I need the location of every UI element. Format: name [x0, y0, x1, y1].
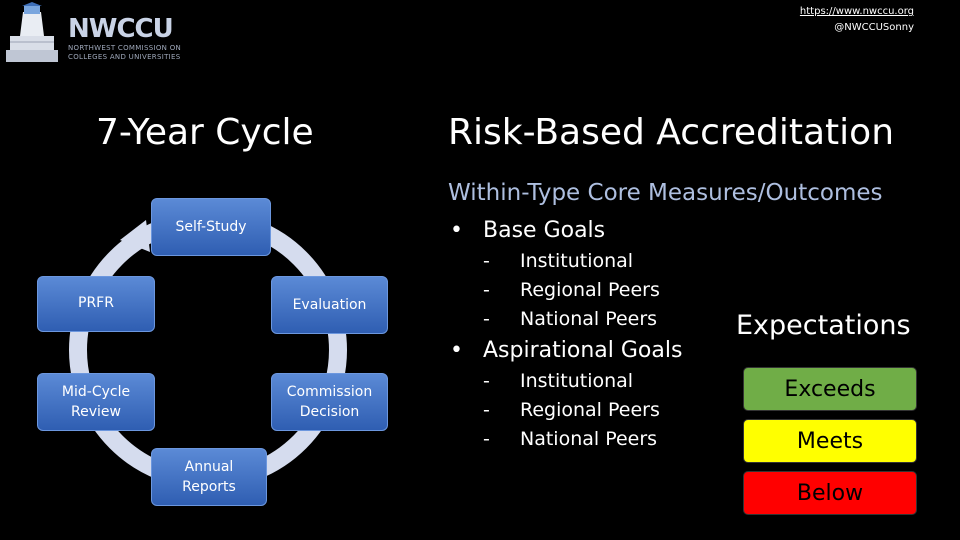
dash-icon: - — [483, 308, 490, 330]
bullet-icon: • — [450, 218, 463, 243]
mid-cycle-label-1: Mid-Cycle — [61, 384, 131, 400]
cycle-step-mid-cycle-review: Mid-Cycle Review — [37, 373, 155, 431]
below-label: Below — [796, 480, 864, 506]
bullet-icon: • — [450, 338, 463, 363]
cycle-step-commission-decision: Commission Decision — [271, 373, 388, 431]
aspirational-goals-heading: Aspirational Goals — [483, 338, 683, 363]
decision-label-2: Decision — [299, 404, 360, 420]
aspirational-goal-item: Institutional — [520, 370, 634, 392]
meets-label: Meets — [796, 428, 864, 454]
logo-subtitle-line-1: NORTHWEST COMMISSION ON — [68, 44, 182, 52]
meets-badge: Meets — [743, 419, 917, 463]
base-goal-item: National Peers — [520, 308, 658, 330]
base-goals-heading: Base Goals — [483, 218, 606, 243]
expectations-title: Expectations — [736, 310, 911, 341]
decision-label-1: Commission — [286, 384, 373, 400]
right-title: Risk-Based Accreditation — [448, 112, 895, 153]
cycle-step-prfr: PRFR — [37, 276, 155, 332]
exceeds-label: Exceeds — [784, 376, 876, 402]
exceeds-badge: Exceeds — [743, 367, 917, 411]
dash-icon: - — [483, 279, 490, 301]
prfr-label: PRFR — [78, 295, 114, 311]
mid-cycle-label-2: Review — [71, 404, 121, 420]
annual-label-2: Reports — [182, 479, 236, 495]
base-goal-item: Regional Peers — [520, 279, 660, 301]
dash-icon: - — [483, 250, 490, 272]
cycle-step-self-study: Self-Study — [151, 198, 271, 256]
website-link[interactable]: https://www.nwccu.org — [799, 6, 914, 17]
aspirational-goal-item: National Peers — [520, 428, 658, 450]
dash-icon: - — [483, 399, 490, 421]
logo-subtitle-line-2: COLLEGES AND UNIVERSITIES — [68, 53, 181, 61]
cycle-step-annual-reports: Annual Reports — [151, 448, 267, 506]
left-title: 7-Year Cycle — [96, 112, 314, 153]
base-goal-item: Institutional — [520, 250, 634, 272]
dash-icon: - — [483, 370, 490, 392]
evaluation-label: Evaluation — [292, 297, 367, 313]
lighthouse-icon — [4, 2, 60, 62]
aspirational-goal-item: Regional Peers — [520, 399, 660, 421]
below-badge: Below — [743, 471, 917, 515]
subtitle: Within-Type Core Measures/Outcomes — [448, 180, 883, 206]
annual-label-1: Annual — [184, 459, 234, 475]
dash-icon: - — [483, 428, 490, 450]
social-handle: @NWCCUSonny — [834, 22, 914, 33]
cycle-step-evaluation: Evaluation — [271, 276, 388, 334]
logo-subtitle: NORTHWEST COMMISSION ON COLLEGES AND UNI… — [68, 44, 181, 62]
self-study-label: Self-Study — [175, 219, 247, 235]
logo-text: NWCCU — [68, 14, 174, 44]
